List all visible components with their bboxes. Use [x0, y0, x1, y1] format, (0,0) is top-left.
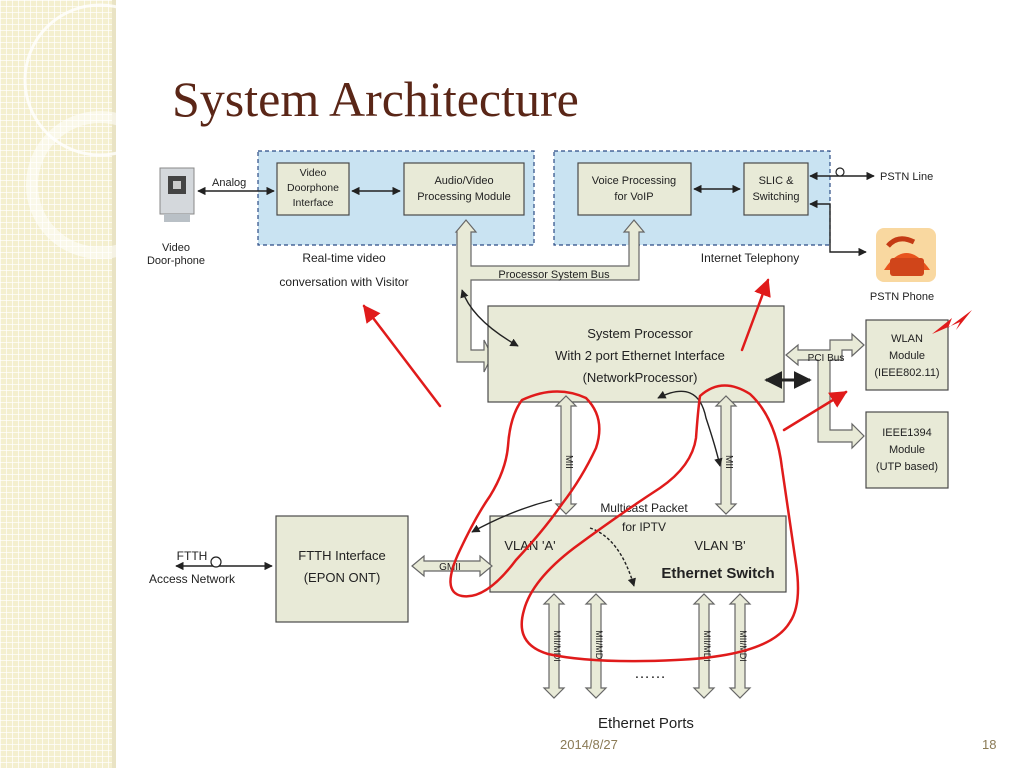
wlan-line-2: Module	[889, 350, 925, 362]
slic-line-1: SLIC &	[759, 175, 795, 187]
vlan-a-arrow	[471, 499, 553, 533]
multicast-line-2: for IPTV	[622, 520, 666, 534]
svg-text:MII/MDI: MII/MDI	[738, 630, 748, 662]
ftth-line-2: (EPON ONT)	[304, 570, 381, 585]
mii-left-link	[554, 395, 578, 515]
analog-label: Analog	[212, 177, 246, 189]
vdi-line-3: Interface	[293, 197, 334, 209]
av-module-box	[403, 162, 525, 216]
wlan-line-1: WLAN	[891, 333, 923, 345]
pstn-phone-icon	[876, 228, 936, 282]
ieee1394-box	[865, 411, 949, 489]
av-line-1: Audio/Video	[434, 175, 493, 187]
ports-ellipsis: ……	[634, 665, 666, 682]
vdi-box	[276, 162, 350, 216]
realtime-caption-2: conversation with Visitor	[279, 275, 408, 289]
sp-line-1: System Processor	[587, 326, 693, 341]
pstn-phone-arrow	[809, 199, 867, 257]
video-doorphone-device	[159, 167, 195, 222]
wireless-bolt-icon	[932, 310, 972, 334]
voice-line-2: for VoIP	[614, 191, 653, 203]
sp-line-2: With 2 port Ethernet Interface	[555, 348, 725, 363]
sidebar-edge	[112, 0, 116, 768]
ftth-line-1: FTTH Interface	[298, 548, 385, 563]
mii-right-label: MII	[723, 455, 734, 469]
gmii-label: GMII	[439, 562, 461, 573]
vlan-b-label: VLAN 'B'	[694, 538, 745, 553]
page-number: 18	[982, 737, 997, 752]
svg-text:MII/MDI: MII/MDI	[552, 630, 562, 662]
av-line-2: Processing Module	[417, 191, 511, 203]
bus-to-processor-arrow	[460, 289, 519, 347]
ethernet-switch-label: Ethernet Switch	[661, 565, 774, 582]
wlan-box	[865, 319, 949, 391]
mii-mdi-port-4: MII/MDI	[728, 593, 752, 699]
pstn-line-label: PSTN Line	[880, 171, 933, 183]
multicast-arrow	[589, 527, 636, 587]
sp-line-3: (NetworkProcessor)	[583, 370, 698, 385]
wlan-line-3: (IEEE802.11)	[874, 367, 939, 379]
svg-text:MII/MDI: MII/MDI	[702, 630, 712, 662]
processor-bus	[454, 219, 646, 373]
pci-bus-label: PCI Bus	[808, 353, 845, 364]
voice-line-1: Voice Processing	[592, 175, 676, 187]
voice-box	[577, 162, 692, 216]
ftth-box	[275, 515, 409, 623]
svg-text:MII/MDI: MII/MDI	[594, 630, 604, 662]
ieee-line-3: (UTP based)	[876, 461, 938, 473]
ftth-access-line-2: Access Network	[149, 572, 236, 586]
red-annotations	[362, 278, 848, 663]
slic-line-2: Switching	[752, 191, 799, 203]
realtime-caption-1: Real-time video	[302, 251, 386, 265]
ieee-line-2: Module	[889, 444, 925, 456]
doorphone-label-2: Door-phone	[147, 255, 205, 267]
pstn-phone-label: PSTN Phone	[870, 291, 934, 303]
sidebar-circles	[23, 3, 177, 259]
gmii-link	[411, 554, 493, 578]
doorphone-label-1: Video	[162, 242, 190, 254]
mii-mdi-port-3: MII/MDI	[692, 593, 716, 699]
mii-left-label: MII	[563, 455, 574, 469]
slide-date: 2014/8/27	[560, 737, 618, 752]
ftth-access-line-1: FTTH	[177, 549, 208, 563]
slide-title: System Architecture	[172, 71, 579, 127]
mii-mdi-port-1: MII/MDI	[542, 593, 566, 699]
ethernet-ports-label: Ethernet Ports	[598, 715, 694, 732]
mii-mdi-port-2: MII/MDI	[584, 593, 608, 699]
pci-bus	[785, 332, 865, 450]
vdi-line-2: Doorphone	[287, 182, 339, 194]
multicast-line-1: Multicast Packet	[600, 501, 688, 515]
telephony-caption: Internet Telephony	[701, 251, 800, 265]
vdi-line-1: Video	[300, 167, 327, 179]
processor-mii-arrow	[657, 390, 723, 467]
processor-bus-label: Processor System Bus	[498, 269, 610, 281]
ieee-line-1: IEEE1394	[882, 427, 932, 439]
slic-box	[743, 162, 809, 216]
